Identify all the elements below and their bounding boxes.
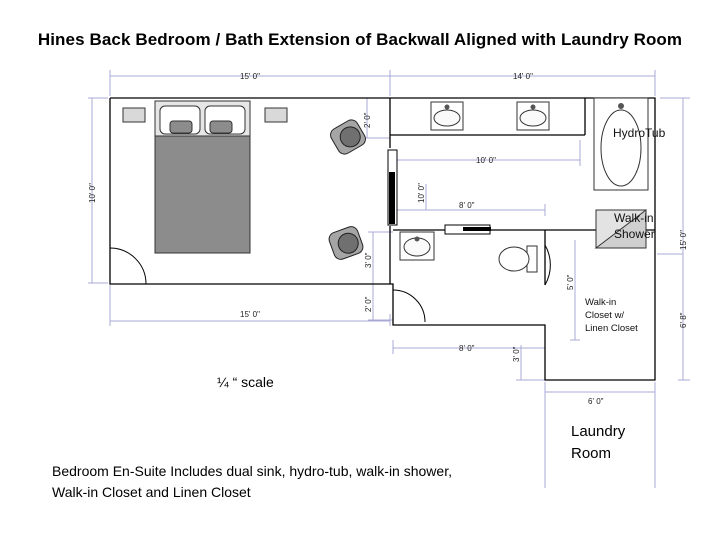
dim-top-bath: 14' 0" — [513, 72, 533, 81]
footer-line2: Walk-in Closet and Linen Closet — [52, 484, 251, 500]
dim-bath-top: 8' 0" — [459, 201, 475, 210]
bath-sink — [399, 231, 435, 261]
hydrotub — [593, 97, 649, 191]
bath-sliding-door-leaf — [463, 227, 491, 231]
plan-title: Hines Back Bedroom / Bath Extension of B… — [37, 30, 683, 49]
walk-in-shower — [594, 208, 647, 249]
dim-closet-door: 5' 0" — [566, 274, 575, 290]
dim-bottom-bedroom: 15' 0" — [240, 310, 260, 319]
label-closet-line3: Linen Closet — [585, 323, 638, 334]
dim-left-height: 10' 0" — [88, 183, 97, 203]
dim-vanity-side: 2' 0" — [363, 112, 372, 128]
laundry-label-line2: Room — [571, 445, 612, 462]
label-shower-line2: Shower — [614, 227, 655, 241]
dim-bath-bottom: 8' 0" — [459, 344, 475, 353]
nightstand-left — [122, 107, 146, 123]
scale-note: ¼ “ scale — [217, 374, 274, 390]
footer-line1: Bedroom En-Suite Includes dual sink, hyd… — [52, 463, 452, 479]
dim-vanity-run: 10' 0" — [476, 156, 496, 165]
toilet — [498, 245, 538, 273]
dimension-lines — [88, 70, 690, 488]
bedroom-door-leaf — [389, 172, 395, 224]
laundry-room-label: Laundry Room — [571, 421, 625, 465]
dim-lower-side: 3' 0" — [512, 346, 521, 362]
chair-bottom — [328, 226, 364, 260]
label-closet-line2: Closet w/ — [585, 310, 624, 321]
doors — [109, 244, 551, 323]
bed — [154, 100, 251, 254]
dim-inner-height: 10' 0" — [417, 183, 426, 203]
dim-closet-height: 6' 8" — [679, 312, 688, 328]
chair-top — [330, 119, 366, 155]
dim-laundry-width: 6' 0" — [588, 397, 604, 406]
label-hydrotub: HydroTub — [613, 126, 666, 140]
label-closet-line1: Walk-in — [585, 297, 616, 308]
dim-bath-side: 3' 0" — [364, 252, 373, 268]
label-shower-line1: Walk-in — [614, 211, 654, 225]
dim-right-total: 15' 0" — [679, 230, 688, 250]
nightstand-right — [264, 107, 288, 123]
dim-hall-side: 2' 0" — [364, 296, 373, 312]
sink-left — [430, 101, 464, 131]
sink-right — [516, 101, 550, 131]
dim-top-bedroom: 15' 0" — [240, 72, 260, 81]
footer-note: Bedroom En-Suite Includes dual sink, hyd… — [52, 461, 452, 503]
laundry-label-line1: Laundry — [571, 423, 626, 440]
